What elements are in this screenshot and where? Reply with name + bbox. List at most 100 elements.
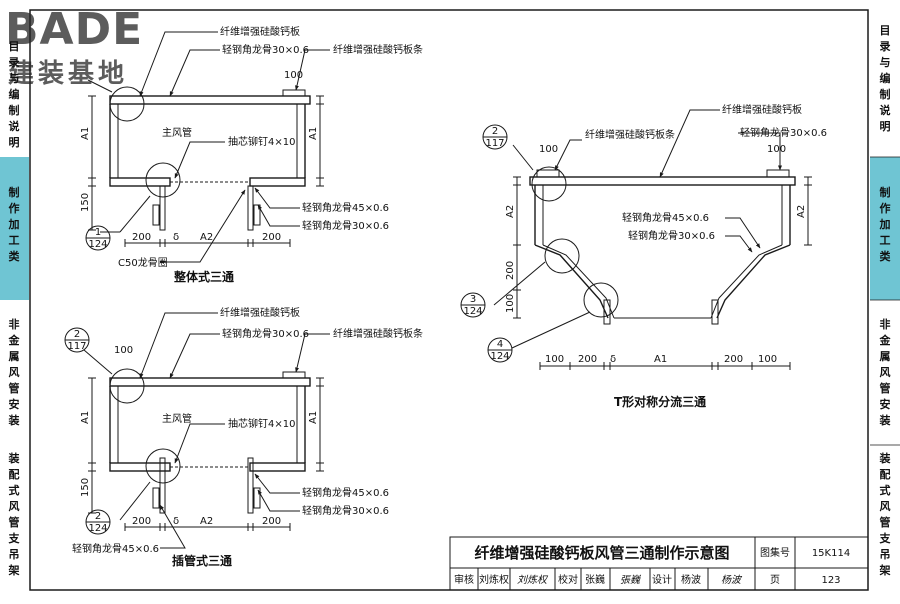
- svg-text:2: 2: [492, 126, 498, 137]
- top-strip: [282, 89, 306, 97]
- logo: BADE 建装基地: [5, 4, 143, 89]
- right-sidebar: 目录与编制说明 制作加工类 非金属风管安装 装配式风管支吊架: [867, 10, 900, 590]
- svg-text:124: 124: [463, 306, 482, 317]
- right-sidebar-active-panel: [870, 157, 900, 300]
- label-board-3: 纤维增强硅酸钙板: [722, 103, 802, 116]
- detail-circle-top: [109, 86, 145, 122]
- sidebar-section-label: 目录与编制说明: [880, 24, 891, 133]
- label-angle-top: 轻钢角龙骨30×0.6: [222, 43, 309, 56]
- dim-200-right-2: 200: [262, 516, 281, 527]
- dim-b200a-3: 200: [578, 354, 597, 365]
- drawing-title: 纤维增强硅酸钙板风管三通制作示意图: [474, 544, 729, 562]
- dim-a2-right-3: A2: [796, 205, 807, 218]
- svg-text:117: 117: [485, 138, 504, 149]
- label-angle45-3: 轻钢角龙骨45×0.6: [622, 211, 709, 224]
- label-angle45: 轻钢角龙骨45×0.6: [302, 201, 389, 214]
- title-block: 纤维增强硅酸钙板风管三通制作示意图 图集号 15K114 审核 刘炼权 刘炼权 …: [449, 536, 869, 591]
- checker-name: 张巍: [585, 574, 605, 586]
- dim-a1-right: A1: [308, 127, 319, 140]
- callout-1-124: 1 124: [85, 225, 111, 251]
- svg-text:4: 4: [497, 339, 503, 350]
- dim-b200b-3: 200: [724, 354, 743, 365]
- label-angle45-bottom-2: 轻钢角龙骨45×0.6: [72, 542, 159, 555]
- label-main-duct-2: 主风管: [162, 412, 192, 425]
- callout-2-117-t: 2 117: [482, 124, 508, 150]
- left-sidebar-item-fabrication[interactable]: 制作加工类: [8, 185, 21, 263]
- review-label: 审核: [454, 573, 474, 586]
- reviewer-signature: 刘炼权: [517, 574, 549, 586]
- dim-b100b-3: 100: [758, 354, 777, 365]
- label-rivet-2: 抽芯铆钉4×10: [228, 417, 295, 430]
- page-number: 123: [821, 575, 840, 586]
- dim-b100a-3: 100: [545, 354, 564, 365]
- label-angle30-3: 轻钢角龙骨30×0.6: [628, 229, 715, 242]
- right-sidebar-item-support[interactable]: 装配式风管支吊架: [879, 451, 892, 577]
- dim-a1-left: A1: [80, 127, 91, 140]
- sidebar-section-label: 非金属风管安装: [879, 317, 892, 427]
- label-w100-left-3: 100: [539, 144, 558, 155]
- right-sidebar-item-nonmetal-install[interactable]: 非金属风管安装: [879, 317, 892, 427]
- dim-a1-3: A1: [654, 354, 667, 365]
- diagram-integral-tee-title: 整体式三通: [173, 269, 234, 284]
- label-ring: C50龙骨圈: [118, 256, 168, 269]
- sidebar-section-label: 非金属风管安装: [8, 317, 21, 427]
- sheet-border: [29, 9, 869, 591]
- label-angle45-2: 轻钢角龙骨45×0.6: [302, 486, 389, 499]
- svg-text:2: 2: [95, 511, 101, 522]
- callout-3-124: 3 124: [460, 292, 486, 318]
- svg-text:1: 1: [95, 227, 101, 238]
- svg-text:117: 117: [67, 341, 86, 352]
- sidebar-section-label: 制作加工类: [8, 185, 21, 263]
- left-sidebar-item-support[interactable]: 装配式风管支吊架: [8, 451, 21, 577]
- right-sidebar-item-intro[interactable]: 目录与编制说明: [880, 24, 891, 133]
- label-strip: 纤维增强硅酸钙板条: [333, 43, 423, 56]
- dim-200-left: 200: [132, 232, 151, 243]
- detail-circle-bottom: [145, 162, 181, 198]
- diagram-t-split-tee: [493, 109, 812, 370]
- checker-signature: 張巍: [620, 574, 642, 586]
- svg-text:2: 2: [74, 329, 80, 340]
- label-rivet: 抽芯铆钉4×10: [228, 135, 295, 148]
- diagram-integral-tee: [87, 31, 330, 263]
- atlas-label: 图集号: [760, 546, 790, 559]
- sidebar-section-label: 制作加工类: [879, 185, 892, 263]
- dim-delta-2: δ: [173, 516, 179, 527]
- sidebar-section-label: 装配式风管支吊架: [879, 451, 892, 577]
- designer-signature: 杨波: [721, 574, 743, 586]
- dim-100-3: 100: [505, 294, 516, 313]
- design-label: 设计: [652, 573, 672, 586]
- dim-delta: δ: [173, 232, 179, 243]
- label-angle-top-3: 轻钢角龙骨30×0.6: [740, 126, 827, 139]
- label-angle30-2: 轻钢角龙骨30×0.6: [302, 504, 389, 517]
- logo-brand: BADE: [5, 4, 143, 55]
- diagram-insert-tee-labels: 纤维增强硅酸钙板 轻钢角龙骨30×0.6 纤维增强硅酸钙板条 100 主风管 抽…: [64, 306, 423, 568]
- dim-a2: A2: [200, 232, 213, 243]
- dim-200-right: 200: [262, 232, 281, 243]
- label-main-duct: 主风管: [162, 126, 192, 139]
- top-board: [109, 95, 311, 105]
- left-sidebar-active-panel: [0, 157, 29, 300]
- diagram-insert-tee-title: 插管式三通: [172, 553, 232, 568]
- check-label: 校对: [558, 573, 578, 586]
- sidebar-section-label: 装配式风管支吊架: [8, 451, 21, 577]
- left-sidebar-item-intro[interactable]: 目录与编制说明: [9, 40, 20, 149]
- callout-4-124: 4 124: [487, 337, 513, 363]
- reviewer-name: 刘炼权: [479, 573, 509, 586]
- diagram-insert-tee: [83, 312, 330, 549]
- right-sidebar-item-fabrication[interactable]: 制作加工类: [879, 185, 892, 263]
- dim-a1-right-2: A1: [308, 411, 319, 424]
- label-width-100: 100: [284, 70, 303, 81]
- label-board-2: 纤维增强硅酸钙板: [220, 306, 300, 319]
- label-angle30: 轻钢角龙骨30×0.6: [302, 219, 389, 232]
- sidebar-section-label: 目录与编制说明: [9, 40, 20, 149]
- dim-a1-left-2: A1: [80, 411, 91, 424]
- svg-text:3: 3: [470, 294, 476, 305]
- svg-text:124: 124: [490, 351, 509, 362]
- left-sidebar-item-nonmetal-install[interactable]: 非金属风管安装: [8, 317, 21, 427]
- dim-200-3: 200: [505, 261, 516, 280]
- svg-text:124: 124: [88, 523, 107, 534]
- label-width-100-2: 100: [114, 345, 133, 356]
- label-board: 纤维增强硅酸钙板: [220, 25, 300, 38]
